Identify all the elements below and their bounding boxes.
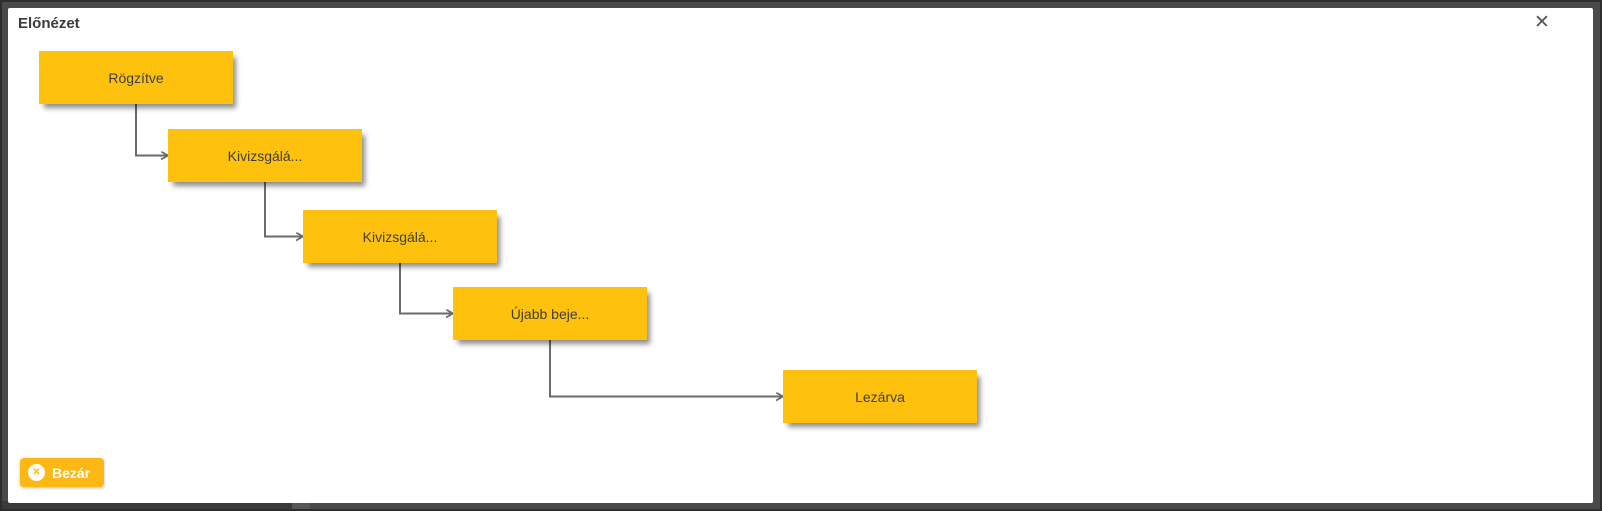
diagram-connectors xyxy=(135,104,1593,503)
connector-arrow xyxy=(549,340,783,397)
diagram-node: Lezárva xyxy=(783,370,977,423)
close-icon: ✕ xyxy=(1534,11,1550,33)
diagram-node-label: Újabb beje... xyxy=(510,305,590,322)
dialog-title: Előnézet xyxy=(18,15,80,32)
close-x-icon: ✕ xyxy=(32,466,41,478)
connector-arrow xyxy=(399,263,453,314)
close-button-circle-icon: ✕ xyxy=(28,464,45,481)
diagram-node: Kivizsgálá... xyxy=(168,129,362,182)
connector-arrow xyxy=(264,182,303,237)
diagram-node-label: Kivizsgálá... xyxy=(227,147,303,164)
diagram-node-label: Rögzítve xyxy=(108,69,164,86)
diagram-node: Kivizsgálá... xyxy=(303,210,497,263)
connector-arrow xyxy=(135,104,168,156)
close-button[interactable]: ✕ Bezár xyxy=(20,458,105,487)
diagram-node-label: Kivizsgálá... xyxy=(362,228,438,245)
diagram-node: Újabb beje... xyxy=(453,287,647,340)
close-button-label: Bezár xyxy=(52,464,91,481)
background-bottom-bar xyxy=(2,501,292,509)
diagram-node-label: Lezárva xyxy=(855,388,905,405)
diagram-node: Rögzítve xyxy=(39,51,233,104)
background-bottom-bar-notch xyxy=(292,501,310,509)
dialog-close-button[interactable]: ✕ xyxy=(1531,11,1553,33)
